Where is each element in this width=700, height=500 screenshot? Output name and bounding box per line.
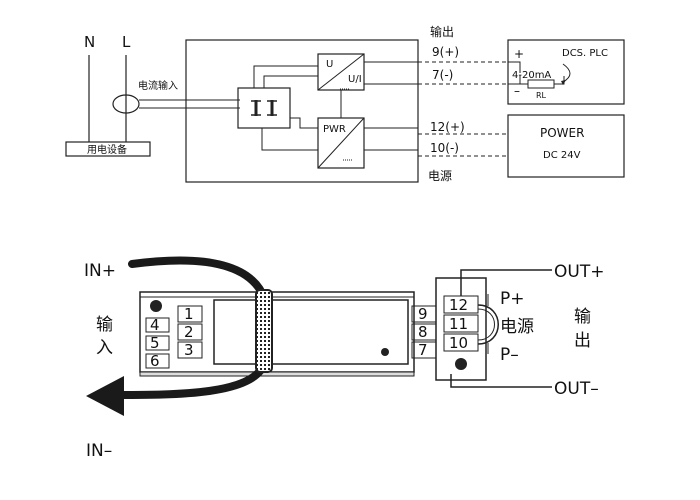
- output-label-1: 输: [574, 307, 591, 327]
- mains-n-label: N: [84, 33, 95, 51]
- power-box-title: POWER: [540, 126, 584, 140]
- terminal-cell: [411, 341, 437, 359]
- terminal-cell: [145, 335, 170, 351]
- converter-u: U: [326, 59, 333, 70]
- module-body: [139, 291, 415, 373]
- power-box-sub: DC 24V: [543, 150, 581, 161]
- p-plus-label: P+: [500, 289, 525, 309]
- terminal-cell: [411, 323, 437, 341]
- input-label-1: 输: [96, 315, 113, 335]
- out-minus-label: OUT–: [554, 379, 599, 399]
- in-minus-arrow-icon: [86, 376, 124, 416]
- dcs-plc-label: DCS. PLC: [562, 48, 608, 59]
- terminal-cell: [411, 305, 437, 323]
- module-housing: [185, 39, 419, 183]
- current-input-label: 电流输入: [138, 79, 178, 92]
- in-minus-label: IN–: [86, 441, 112, 461]
- right-screw-icon: [455, 358, 467, 370]
- terminal-7: 7(-): [432, 68, 453, 82]
- route-2: [263, 75, 318, 88]
- mains-l-label: L: [122, 33, 131, 51]
- output-label-2: 出: [574, 331, 591, 351]
- power-box: [507, 114, 625, 178]
- rl-wire-right: [554, 76, 565, 85]
- in-plus-wire: [128, 256, 269, 304]
- right-terminal-11: 11: [449, 315, 468, 333]
- terminal-10: 10(-): [430, 141, 459, 155]
- current-ring-icon: [112, 94, 140, 114]
- dcs-minus: –: [514, 84, 520, 98]
- out-plus-label: OUT+: [554, 262, 604, 282]
- converter-diagonal: [317, 53, 365, 91]
- module-bottom-rail: [139, 371, 415, 377]
- pwr-diagonal: [317, 117, 365, 169]
- terminal-cell: [443, 333, 479, 352]
- equipment-box: [65, 141, 151, 157]
- power-loop: [477, 304, 499, 345]
- left-terminal-2: 2: [184, 323, 194, 341]
- terminal-cell: [177, 323, 203, 341]
- dcs-plus-wire: [508, 61, 521, 73]
- input-label-2: 入: [96, 338, 113, 358]
- signal-label: 4-20mA: [512, 70, 551, 81]
- left-terminal-1: 1: [184, 305, 194, 323]
- converter-ui: U/I: [348, 74, 362, 85]
- power-label-module: 电源: [500, 317, 534, 337]
- right-terminal-8: 8: [418, 323, 428, 341]
- power-label: 电源: [428, 169, 452, 183]
- route-3: [290, 117, 318, 129]
- terminal-cell: [145, 317, 170, 333]
- power-loop-inner: [477, 308, 495, 341]
- pwr-label: PWR: [323, 124, 346, 135]
- rl-resistor: [527, 79, 555, 89]
- out-minus-lead: [450, 374, 552, 388]
- terminal-12: 12(+): [430, 120, 465, 134]
- output-label: 输出: [430, 24, 454, 39]
- equipment-label: 用电设备: [87, 143, 127, 156]
- transformer-icon: [251, 100, 277, 116]
- in-plus-label: IN+: [84, 261, 116, 281]
- dcs-plc-box: [507, 39, 625, 105]
- right-terminal-10: 10: [449, 334, 468, 352]
- p-minus-label: P–: [500, 345, 519, 365]
- top-schematic: N L 用电设备 电流输入 U U/I: [65, 24, 625, 183]
- bottom-module: IN+ IN– 4 5 6 1 2 3 输 入: [84, 256, 604, 461]
- left-terminal-6: 6: [150, 352, 160, 370]
- left-terminal-3: 3: [184, 341, 194, 359]
- right-terminal-9: 9: [418, 305, 428, 323]
- out-plus-lead: [460, 269, 552, 296]
- module-window: [213, 299, 409, 365]
- route-4: [261, 128, 318, 151]
- terminal-9: 9(+): [432, 45, 459, 59]
- left-screw-icon: [150, 300, 162, 312]
- terminal-cell: [177, 341, 203, 359]
- left-terminal-4: 4: [150, 316, 160, 334]
- route-1: [253, 65, 318, 88]
- rl-label: RL: [536, 91, 547, 100]
- wire-clamp-sleeve: [255, 289, 273, 373]
- right-terminal-12: 12: [449, 296, 468, 314]
- indicator-led-icon: [381, 348, 389, 356]
- dcs-plus: +: [514, 47, 524, 61]
- terminal-cell: [443, 314, 479, 333]
- right-terminal-7: 7: [418, 341, 428, 359]
- left-terminal-5: 5: [150, 334, 160, 352]
- transformer-block: [237, 87, 291, 129]
- terminal-cell: [145, 353, 170, 369]
- terminal-cell: [177, 305, 203, 323]
